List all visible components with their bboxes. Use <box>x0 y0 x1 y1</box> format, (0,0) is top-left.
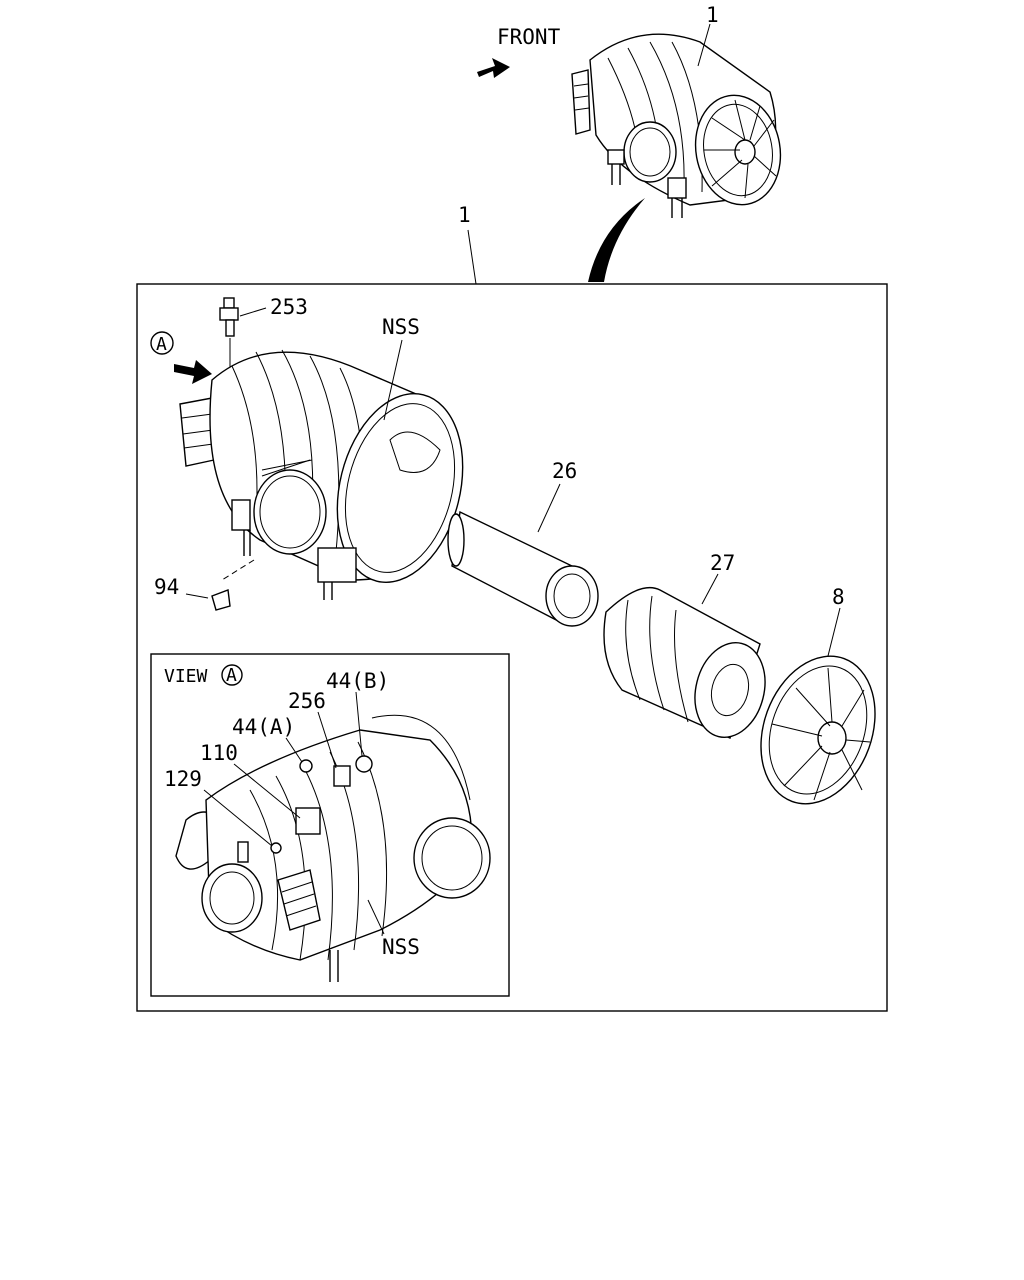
part-8-callout: 8 <box>832 585 845 609</box>
nss-top-callout: NSS <box>382 315 420 339</box>
part-8-cover <box>760 655 876 805</box>
front-arrow-icon <box>477 58 510 78</box>
part-26-inner-element <box>447 510 599 627</box>
part-44b-callout: 44(B) <box>326 669 389 693</box>
exploded-view-frame <box>136 283 888 1012</box>
view-a-inset-frame <box>150 653 510 997</box>
front-label: FRONT <box>497 25 561 49</box>
view-a-title-circle: A <box>226 665 237 686</box>
nss-bottom-callout: NSS <box>382 935 420 959</box>
part-27-outer-element <box>603 586 766 739</box>
air-cleaner-housing <box>179 349 464 600</box>
part-256-callout: 256 <box>288 689 326 713</box>
part-253-drain-valve <box>219 297 239 337</box>
view-a-housing-drawing <box>175 714 491 982</box>
part-94-callout: 94 <box>154 575 179 599</box>
part-26-callout: 26 <box>552 459 577 483</box>
part-110-callout: 110 <box>200 741 238 765</box>
curved-arrow-icon <box>588 198 645 282</box>
part-1-main-callout: 1 <box>458 203 471 227</box>
part-253-callout: 253 <box>270 295 308 319</box>
view-a-title: VIEW <box>164 666 208 687</box>
part-44a-callout: 44(A) <box>232 715 295 739</box>
view-a-marker: A <box>156 334 167 355</box>
part-27-callout: 27 <box>710 551 735 575</box>
part-94-cap <box>211 589 231 611</box>
part-129-callout: 129 <box>164 767 202 791</box>
assembled-air-cleaner-drawing <box>477 33 782 282</box>
view-a-arrow-icon <box>174 360 212 384</box>
part-1-top-callout: 1 <box>706 3 719 27</box>
